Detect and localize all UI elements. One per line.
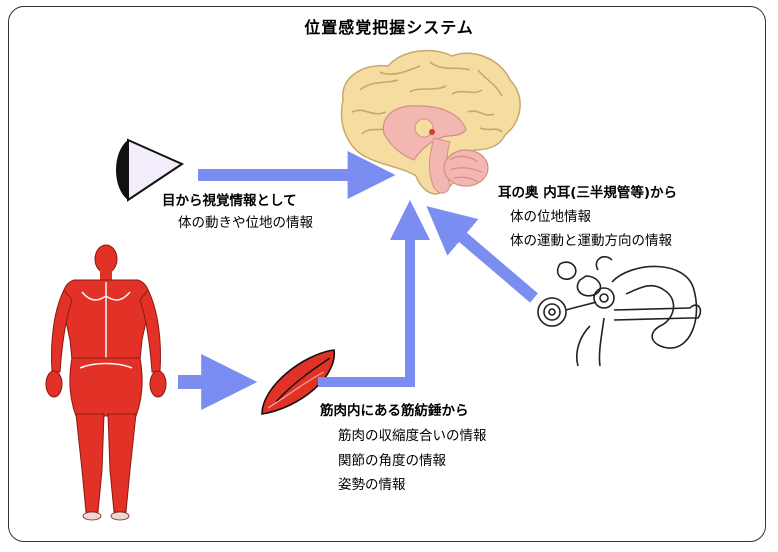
muscle-to-brain-arrow (318, 200, 430, 387)
arrows (178, 151, 538, 410)
ear-to-brain-arrow (426, 206, 538, 303)
eye-icon (116, 138, 185, 202)
muscle-item: 筋肉の収縮度合いの情報 (338, 428, 487, 444)
eye-heading: 目から視覚情報として (162, 193, 297, 209)
muscle-item: 関節の角度の情報 (338, 453, 446, 469)
muscle-item: 姿勢の情報 (338, 477, 406, 493)
muscle-fiber-icon (261, 349, 335, 415)
muscle-heading: 筋肉内にある筋紡錘から (320, 403, 469, 419)
human-muscle-figure (45, 244, 167, 521)
eye-item: 体の動きや位地の情報 (178, 215, 313, 231)
diagram-title: 位置感覚把握システム (304, 18, 474, 37)
inner-ear-illustration (537, 255, 702, 367)
brain-illustration (340, 49, 521, 195)
ear-heading: 耳の奥 内耳(三半規管等)から (498, 185, 678, 201)
ear-item: 体の運動と運動方向の情報 (510, 233, 672, 249)
ear-item: 体の位地情報 (510, 209, 591, 225)
